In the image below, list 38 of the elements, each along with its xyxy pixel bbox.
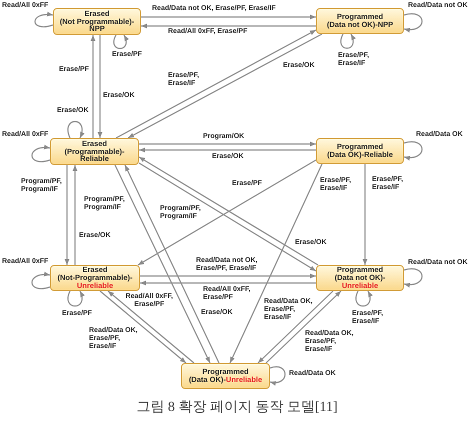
arrow [114,164,211,364]
arrow [141,24,316,28]
arrow [140,274,316,278]
state-box [181,363,270,389]
arrow [108,290,194,364]
arrow [229,164,323,364]
arrow [72,165,78,265]
state-box [316,8,404,34]
arrow [90,35,96,138]
state-box [316,265,404,291]
arrow [140,280,316,286]
loop-arrow [67,290,84,307]
state-box [50,138,139,165]
loop-arrow [32,272,50,290]
loop-arrow [67,120,84,138]
loop-arrow [113,34,129,50]
loop-arrow [404,268,423,288]
state-box [53,8,141,35]
arrow [98,35,102,138]
loop-arrow [34,12,54,28]
arrow [124,164,220,364]
arrow [100,290,186,364]
loop-arrow [404,13,423,32]
state-box [50,265,140,291]
loop-arrow [340,34,356,49]
arrow [258,290,334,364]
state-box [316,138,404,164]
caption: 그림 8 확장 페이지 동작 모델[11] [136,399,338,417]
loop-arrow [32,145,50,162]
arrow [139,142,316,146]
loop-arrow [404,141,423,160]
loop-arrow [355,290,372,307]
arrow [266,290,342,364]
arrow [64,165,70,265]
arrow [362,164,368,265]
loop-arrow [270,366,286,386]
arrow [139,148,316,152]
arrow [141,14,316,20]
